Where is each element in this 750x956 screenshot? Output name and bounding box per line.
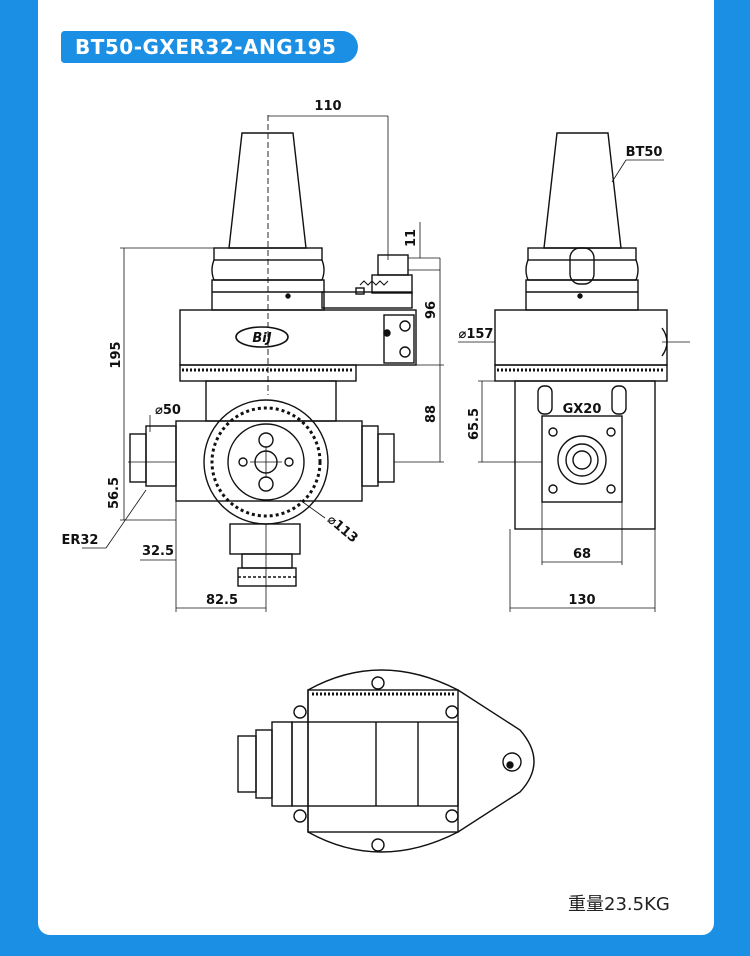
product-title: BT50-GXER32-ANG195 xyxy=(61,31,358,63)
dim-65-5: 65.5 xyxy=(467,408,482,440)
front-housing xyxy=(179,309,417,366)
top-plate xyxy=(307,669,535,853)
dim-110: 110 xyxy=(314,99,341,114)
side-dimensions xyxy=(458,159,690,612)
dim-11: 11 xyxy=(404,229,419,247)
side-view xyxy=(494,132,668,530)
dim-113: ⌀113 xyxy=(324,512,360,546)
dim-195: 195 xyxy=(109,341,124,368)
weight-label: 重量23.5KG xyxy=(568,894,670,915)
dim-56-5: 56.5 xyxy=(107,477,122,509)
dim-68: 68 xyxy=(573,547,591,562)
dim-130: 130 xyxy=(568,593,595,608)
dim-50: ⌀50 xyxy=(155,403,181,418)
front-view xyxy=(129,115,417,587)
top-view xyxy=(237,669,535,853)
dim-96: 96 xyxy=(424,301,439,319)
front-dimensions xyxy=(82,115,444,612)
label-er32: ER32 xyxy=(62,533,99,548)
front-taper xyxy=(228,132,307,249)
label-gx20: GX20 xyxy=(563,402,602,417)
logo-badge xyxy=(235,326,289,348)
dim-157: ⌀157 xyxy=(459,327,494,342)
dim-82-5: 82.5 xyxy=(206,593,238,608)
side-taper xyxy=(543,132,622,249)
dim-32-5: 32.5 xyxy=(142,544,174,559)
side-housing xyxy=(494,309,668,366)
logo-text: BiJ xyxy=(252,331,271,346)
dim-88: 88 xyxy=(424,405,439,423)
label-bt50: BT50 xyxy=(626,145,663,160)
